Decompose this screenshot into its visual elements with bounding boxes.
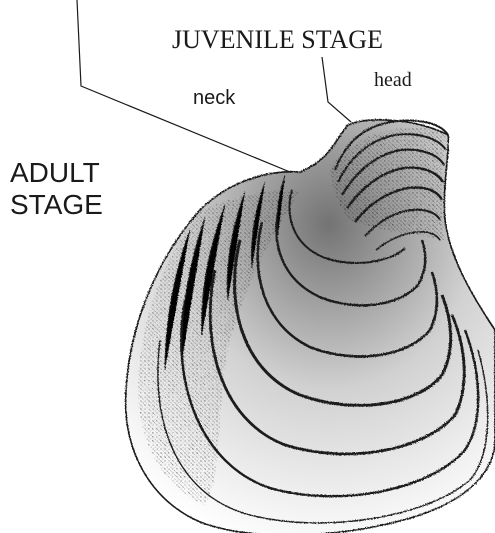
adult-stage-label-line2: STAGE (10, 189, 103, 221)
juvenile-leader-line (322, 57, 351, 122)
head-label: head (374, 70, 412, 90)
adult-stage-label: ADULT STAGE (10, 157, 103, 221)
adult-stage-label-line1: ADULT (10, 157, 103, 189)
neck-label: neck (193, 88, 235, 108)
juvenile-stage-label: JUVENILE STAGE (172, 27, 383, 53)
